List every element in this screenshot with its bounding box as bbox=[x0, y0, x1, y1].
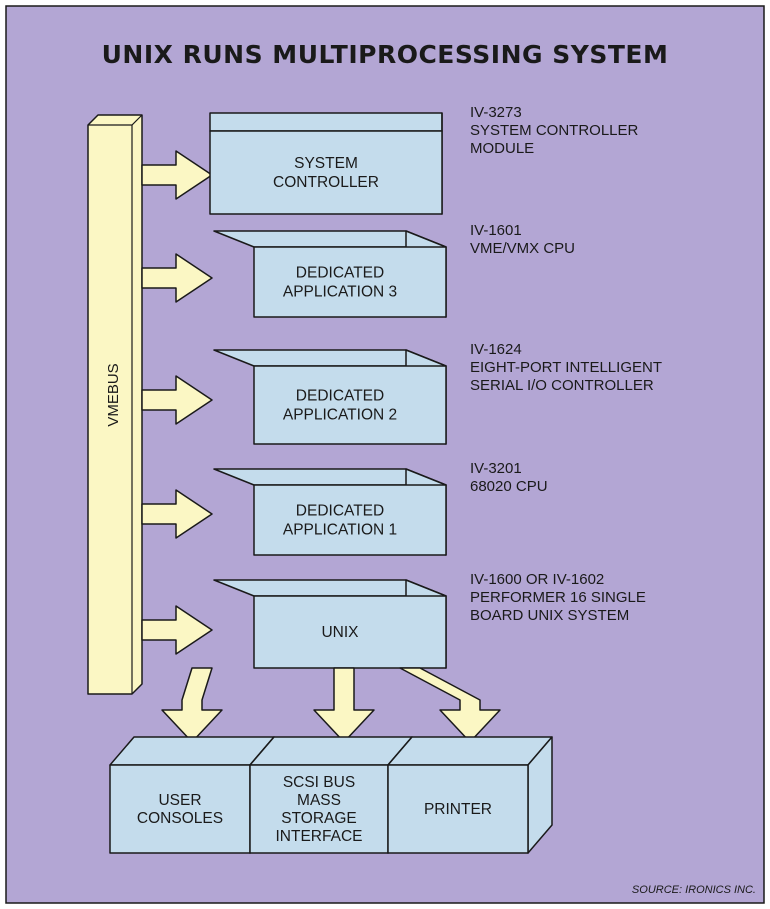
module-description-4-line: 68020 CPU bbox=[470, 478, 548, 495]
peripheral-box-2-top bbox=[249, 736, 413, 766]
module-box-3 bbox=[213, 349, 447, 445]
down-arrow-printer bbox=[399, 667, 501, 743]
module-name-2-line: APPLICATION 3 bbox=[283, 284, 397, 301]
peripheral-box-3 bbox=[387, 736, 553, 854]
module-name-4-line: DEDICATED bbox=[296, 503, 384, 520]
module-name-4-line: APPLICATION 1 bbox=[283, 522, 397, 539]
peripheral-name-2-line: SCSI BUS bbox=[283, 774, 355, 791]
peripheral-name-2-line: STORAGE bbox=[281, 810, 357, 827]
module-description-1-line: SYSTEM CONTROLLER bbox=[470, 122, 639, 139]
module-description-1-line: MODULE bbox=[470, 140, 534, 157]
peripheral-name-1-line: USER bbox=[158, 792, 201, 809]
module-box-4 bbox=[213, 468, 447, 556]
module-description-2-line: IV-1601 bbox=[470, 222, 522, 239]
peripheral-box-1-front bbox=[109, 764, 251, 854]
module-box-3-front bbox=[253, 365, 447, 445]
module-description-5-line: IV-1600 OR IV-1602 bbox=[470, 571, 604, 588]
source-credit: SOURCE: IRONICS INC. bbox=[632, 884, 756, 896]
module-name-1-line: SYSTEM bbox=[294, 155, 358, 172]
module-box-1-top bbox=[209, 112, 443, 132]
peripheral-name-1-line: CONSOLES bbox=[137, 810, 223, 827]
module-box-5 bbox=[213, 579, 447, 669]
peripheral-box-3-top bbox=[387, 736, 553, 766]
module-name-3-line: APPLICATION 2 bbox=[283, 407, 397, 424]
module-name-1-line: CONTROLLER bbox=[273, 174, 379, 191]
module-name-2-line: DEDICATED bbox=[296, 265, 384, 282]
bus-arrow-1 bbox=[141, 150, 213, 200]
down-arrow-scsi bbox=[313, 667, 375, 743]
module-box-1-front bbox=[209, 130, 443, 215]
module-description-2-line: VME/VMX CPU bbox=[470, 240, 575, 257]
module-description-4-line: IV-3201 bbox=[470, 460, 522, 477]
peripheral-name-3-line: PRINTER bbox=[424, 801, 492, 818]
vmebus-bar bbox=[87, 114, 143, 695]
module-box-5-front bbox=[253, 595, 447, 669]
module-box-2-front bbox=[253, 246, 447, 318]
vmebus-label: VMEBUS bbox=[105, 363, 122, 426]
bus-arrow-4 bbox=[141, 489, 213, 539]
bus-arrow-3 bbox=[141, 375, 213, 425]
module-description-5-line: BOARD UNIX SYSTEM bbox=[470, 607, 629, 624]
peripheral-box-3-front bbox=[387, 764, 529, 854]
module-box-2 bbox=[213, 230, 447, 318]
diagram-title: UNIX RUNS MULTIPROCESSING SYSTEM bbox=[102, 40, 669, 69]
module-box-4-front bbox=[253, 484, 447, 556]
peripheral-name-2-line: MASS bbox=[297, 792, 341, 809]
module-description-3-line: IV-1624 bbox=[470, 341, 522, 358]
down-arrow-consoles bbox=[161, 667, 223, 743]
peripheral-box-1-top bbox=[109, 736, 275, 766]
module-box-1 bbox=[209, 112, 443, 215]
module-description-3-line: EIGHT-PORT INTELLIGENT bbox=[470, 359, 662, 376]
module-description-5-line: PERFORMER 16 SINGLE bbox=[470, 589, 646, 606]
peripheral-name-2-line: INTERFACE bbox=[276, 828, 363, 845]
module-name-3-line: DEDICATED bbox=[296, 388, 384, 405]
module-description-1-line: IV-3273 bbox=[470, 104, 522, 121]
bus-arrow-2 bbox=[141, 253, 213, 303]
module-name-5-line: UNIX bbox=[321, 624, 359, 641]
module-description-3-line: SERIAL I/O CONTROLLER bbox=[470, 377, 654, 394]
bus-arrow-5 bbox=[141, 605, 213, 655]
